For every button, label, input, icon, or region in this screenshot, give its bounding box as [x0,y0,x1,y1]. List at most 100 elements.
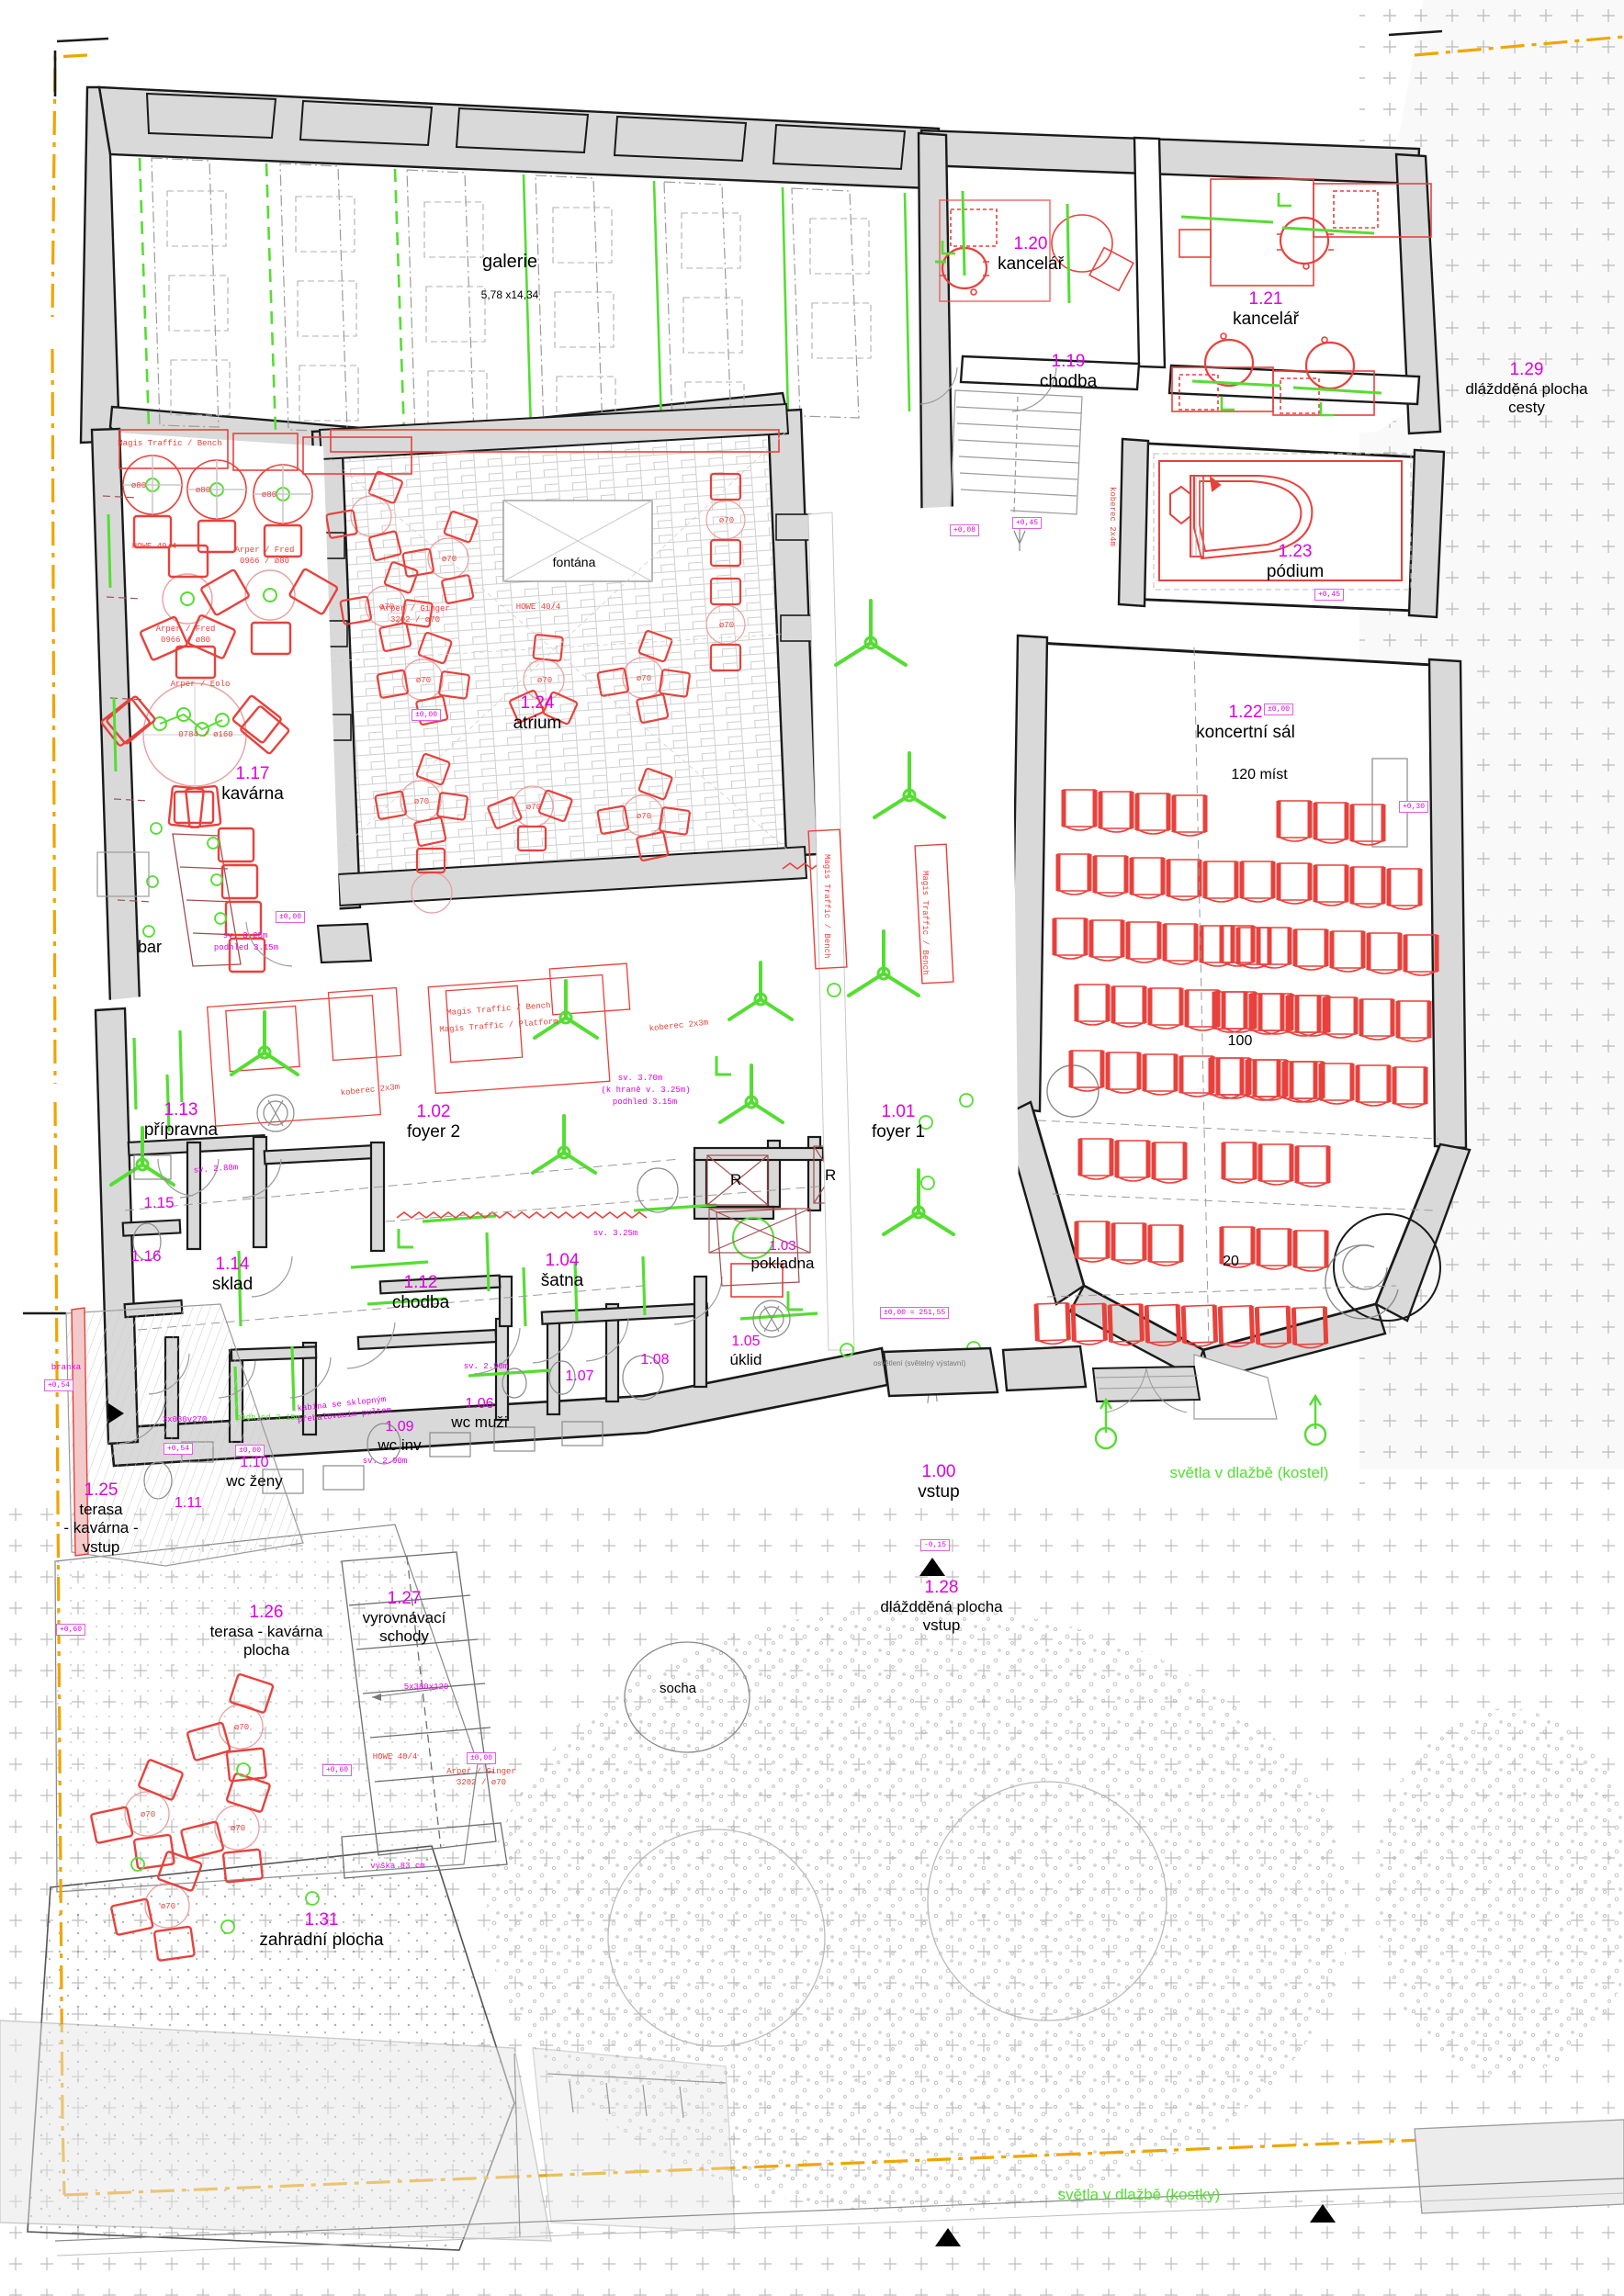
room-label-1-29: 1.29 dláždděná plocha cesty [1431,360,1622,418]
table-dim-marker: ø70 [415,676,432,685]
furniture-note-18: HOWE 40/4 [372,1752,418,1761]
room-label-1-25-line2: - kavárna - [63,1519,139,1537]
room-label-1-27-line2: schody [379,1627,429,1646]
level-mark: ±0,00 [1264,703,1294,715]
level-mark: +0,30 [1399,801,1429,813]
entrance-marker-triangle [935,2228,961,2246]
table-dim-marker: ø70 [140,1810,156,1819]
note-lights-cobbles: světla v dlažbě (kostky) [1057,2186,1221,2203]
room-label-1-08: 1.08 [640,1352,670,1367]
tech-note-4: sv. 3.25m [222,931,268,940]
level-mark: +0,08 [950,524,980,536]
tech-note-8: podhled 3.15m [612,1097,678,1107]
table-dim-marker: ø70 [160,1902,176,1911]
room-label-1-03: 1.03 pokladna [750,1238,815,1272]
room-label-1-29-line1: dláždděná plocha [1465,380,1588,399]
label-bar: bar [137,938,162,956]
room-label-1-29-line2: cesty [1508,399,1545,417]
tech-note-7: (k hraně v. 3.25m) [601,1086,691,1095]
tech-note-13: branka [51,1363,82,1372]
note-lights-church: světla v dlažbě (kostel) [1169,1464,1329,1481]
entrance-marker-triangle [1310,2204,1336,2223]
tech-note-6: sv. 3.70m [617,1074,663,1083]
tech-note-16: osvětlení (světelný výstavní) [873,1359,966,1367]
furniture-note-5: 0966 / ø80 [160,636,210,645]
label-room-r-2: R [825,1166,837,1184]
tech-note-3: sv. 3.25m [592,1229,638,1238]
level-mark: +0,54 [44,1379,74,1391]
table-dim-marker: ø70 [636,812,652,821]
room-label-1-26-line2: plocha [242,1641,290,1660]
level-mark: ±0,00 [412,709,442,721]
room-label-1-25: 1.25 terasa - kavárna - vstup [37,1480,165,1557]
furniture-note-9: 3202 / ø70 [389,615,440,625]
table-dim-marker: ø80 [261,490,277,500]
tech-note-11: 5x380x120 [403,1683,449,1692]
tech-note-2: sv. 2.90m [463,1362,509,1371]
label-socha: socha [659,1681,697,1696]
room-label-1-05: 1.05 úklid [729,1334,762,1368]
room-label-1-16: 1.16 [130,1247,162,1265]
level-mark: ±0,00 [276,911,306,923]
label-galerie-dimension: 5,78 x14,34 [480,288,539,301]
room-label-1-28-line1: dláždděná plocha [880,1598,1003,1616]
table-dim-marker: ø70 [230,1824,246,1833]
tech-note-9: podhled 3.15m [235,1413,301,1423]
table-dim-marker: ø80 [195,486,211,495]
table-dim-marker: ø70 [441,555,457,564]
furniture-note-1: HOWE 40/4 [131,542,177,551]
room-label-1-25-line3: vstup [82,1537,120,1556]
furniture-note-6: Arper / Eolo [170,680,231,689]
label-120-mist: 120 míst [1231,767,1288,782]
tech-note-12: výška 83 cm [370,1862,425,1871]
table-dim-marker: ø70 [718,516,735,525]
furniture-note-19: Arper / Ginger [446,1767,516,1776]
room-label-1-11: 1.11 [175,1495,202,1511]
furniture-note-16: Magis Traffic / Bench [821,854,831,958]
level-mark: +0,60 [322,1764,353,1776]
label-seat-count-100: 100 [1227,1033,1253,1049]
label-fontana: fontána [552,555,596,569]
tech-note-1: sv. 2.90m [362,1457,408,1466]
room-label-1-25-line1: terasa [79,1501,123,1519]
room-label-1-26-line1: terasa - kavárna [209,1623,323,1641]
entrance-marker-triangle-left [108,1403,124,1424]
furniture-note-8: Arper / Ginger [380,604,450,613]
room-label-1-27: 1.27 vyrovnávací schody [333,1589,476,1647]
tech-note-10: 3x080v270 [162,1415,208,1424]
level-mark: +0,45 [1314,589,1345,601]
level-mark: +0,54 [164,1443,194,1455]
furniture-note-7: 0784 / ø160 [178,730,233,739]
level-mark: +0,60 [56,1624,86,1636]
level-mark: -0,15 [920,1539,951,1551]
table-dim-marker: ø70 [536,676,553,685]
level-mark: ±0,00 = 251,55 [880,1307,950,1319]
furniture-note-4: Arper / Fred [155,625,216,634]
furniture-note-0: Magis Traffic / Bench [118,439,222,448]
furniture-note-10: HOWE 40/4 [515,602,561,612]
room-label-1-28: 1.28 dláždděná plocha vstup [845,1578,1038,1636]
room-label-1-07: 1.07 [565,1368,594,1384]
room-label-1-15: 1.15 [143,1194,175,1211]
table-dim-marker: ø70 [378,602,395,612]
furniture-note-15: koberec 2x4m [1108,487,1117,546]
label-seat-count-20: 20 [1223,1254,1239,1269]
furniture-note-3: 0966 / ø80 [239,557,289,566]
tech-note-5: podhled 3.15m [213,943,279,952]
